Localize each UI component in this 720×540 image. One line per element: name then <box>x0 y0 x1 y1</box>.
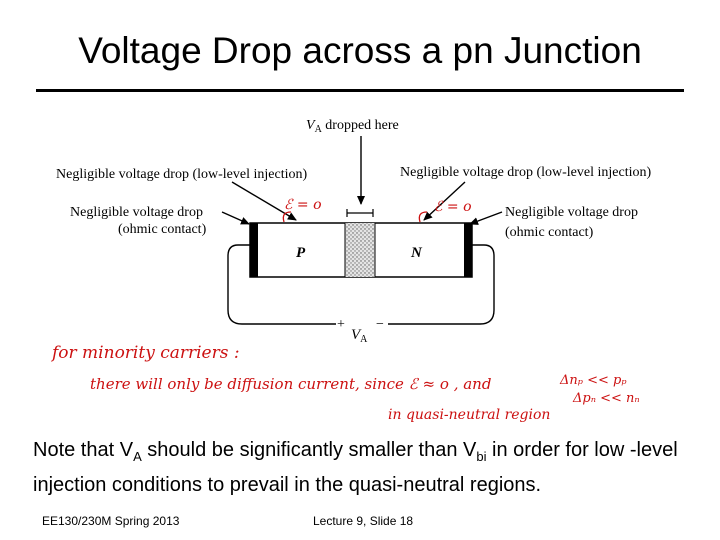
note-sub-bi: bi <box>476 449 487 464</box>
footer-lecture: Lecture 9, Slide 18 <box>313 514 414 528</box>
note-text-part2: should be significantly smaller than V <box>141 439 477 461</box>
handwritten-line3: in quasi-neutral region <box>388 407 550 423</box>
negligible-ohmic-right-line1: Negligible voltage drop <box>505 205 638 220</box>
va-source-label: VA <box>351 327 368 345</box>
arrow-low-level-right <box>423 181 466 221</box>
efield-left-hook <box>282 211 292 223</box>
handwritten-line1: for minority carriers : <box>50 343 240 363</box>
negligible-ohmic-left-line1: Negligible voltage drop <box>70 205 203 220</box>
title-divider <box>36 89 684 92</box>
efield-right-label: ℰ = o <box>434 199 472 215</box>
plus-sign: + <box>337 317 345 332</box>
note-text-part1: Note that V <box>33 439 134 461</box>
va-dropped-label: VA dropped here <box>306 118 399 135</box>
circuit-wire-right <box>388 244 495 325</box>
handwritten-line2: there will only be diffusion current, si… <box>90 375 491 393</box>
negligible-low-level-left-label: Negligible voltage drop (low-level injec… <box>56 167 307 182</box>
ohmic-contact-right <box>464 223 472 277</box>
va-dropped-suffix: dropped here <box>322 118 399 133</box>
negligible-ohmic-right-line2: (ohmic contact) <box>505 225 594 240</box>
handwritten-line2-tail-bottom: Δpₙ << nₙ <box>572 391 640 406</box>
footer-course: EE130/230M Spring 2013 <box>42 514 180 528</box>
negligible-low-level-right-label: Negligible voltage drop (low-level injec… <box>400 165 651 180</box>
note-text-part3: in order for low -level injection condit… <box>33 439 678 496</box>
ohmic-contact-left <box>250 223 258 277</box>
va-subscript: A <box>315 124 323 135</box>
va-source-symbol: V <box>351 327 362 343</box>
minus-sign: − <box>376 317 384 332</box>
efield-left-label: ℰ = o <box>284 197 322 213</box>
efield-right-hook <box>418 211 428 223</box>
va-source-subscript: A <box>360 334 368 345</box>
circuit-wire-left <box>227 244 336 325</box>
arrow-ohmic-right <box>469 211 503 225</box>
handwritten-notes: for minority carriers : there will only … <box>50 343 640 423</box>
handwritten-line2-tail-top: Δnₚ << pₚ <box>559 373 627 388</box>
arrow-ohmic-left <box>221 211 250 225</box>
n-region-label: N <box>410 245 423 261</box>
depletion-region <box>345 223 375 277</box>
negligible-ohmic-left-line2: (ohmic contact) <box>118 222 207 237</box>
note-sub-a: A <box>133 449 142 464</box>
va-symbol: V <box>306 118 316 133</box>
injection-note: Note that VA should be significantly sma… <box>33 436 703 500</box>
slide-title: Voltage Drop across a pn Junction <box>78 30 642 71</box>
p-region-label: P <box>296 245 306 261</box>
handwritten-efield-annotations: ℰ = o ℰ = o <box>282 197 472 223</box>
